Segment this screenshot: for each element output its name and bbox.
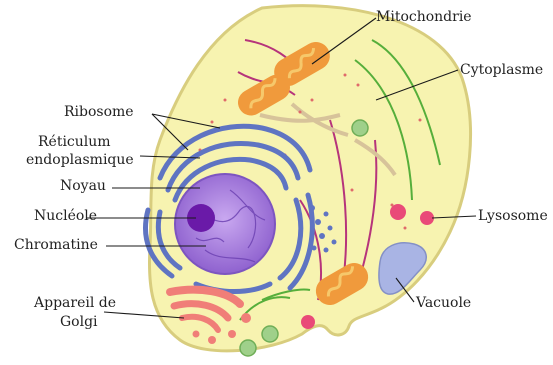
- label-mitochondrie: Mitochondrie: [376, 9, 472, 25]
- label-nucleole: Nucléole: [34, 208, 97, 224]
- label-lysosome: Lysosome: [478, 208, 548, 224]
- label-appareil-line2: Golgi: [60, 314, 98, 330]
- label-reticulum-line1: Réticulum: [38, 134, 111, 150]
- label-ribosome: Ribosome: [64, 104, 134, 120]
- label-reticulum-line2: endoplasmique: [26, 152, 134, 168]
- label-noyau: Noyau: [60, 178, 106, 194]
- label-appareil-line1: Appareil de: [33, 295, 116, 311]
- label-vacuole: Vacuole: [415, 295, 471, 311]
- label-chromatine: Chromatine: [14, 237, 98, 253]
- label-cytoplasme: Cytoplasme: [460, 62, 543, 78]
